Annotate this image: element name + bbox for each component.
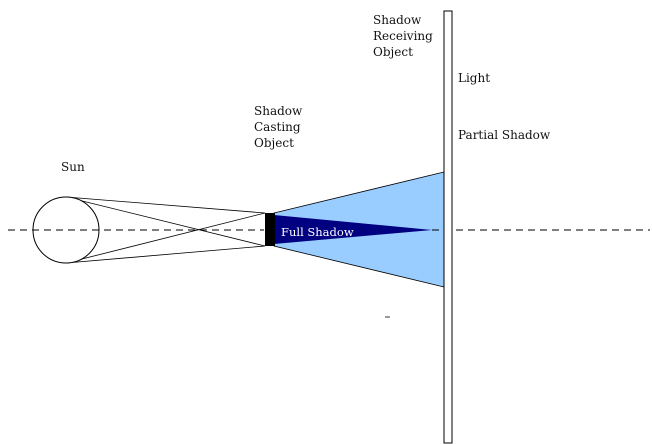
partial-shadow-label: Partial Shadow [458,128,551,142]
ray-bottom-to-bottom [65,245,266,264]
full-shadow-label: Full Shadow [281,225,354,239]
caster-label-line-1: Shadow [254,104,303,118]
receiver-label-line-3: Object [373,45,413,59]
receiver-label-line-1: Shadow [373,13,422,27]
sun-label: Sun [61,160,85,174]
full-shadow-region [274,215,432,244]
caster-label-line-2: Casting [254,120,301,134]
light-rays [65,196,266,264]
ray-bottom-to-top [65,212,266,264]
ray-top-to-top [65,196,266,214]
shadow-receiving-object [443,10,453,444]
caster-label-line-3: Object [254,136,294,150]
shadow-casting-object [265,213,275,246]
ray-top-to-bottom [65,196,266,247]
shadow-receiving-object-label: Shadow Receiving Object [373,12,433,60]
shadow-casting-object-label: Shadow Casting Object [254,103,302,151]
receiver-label-line-2: Receiving [373,29,433,43]
light-label: Light [458,71,491,85]
sun-circle [32,196,100,264]
